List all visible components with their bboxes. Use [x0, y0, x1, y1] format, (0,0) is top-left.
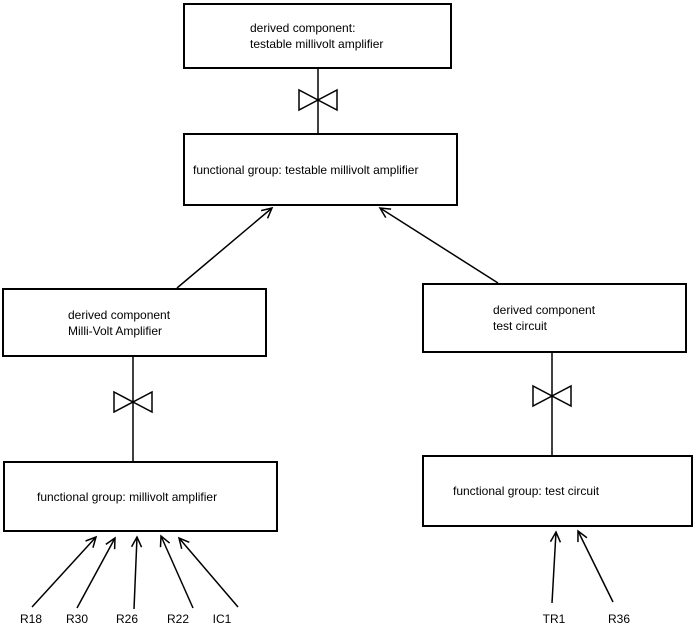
node-label-line: derived component [493, 303, 596, 317]
arrow-right-derived-to-top-functional [378, 207, 499, 284]
node-label-line: functional group: test circuit [453, 484, 600, 498]
node-functional-group-millivolt-amplifier: functional group: millivolt amplifier [3, 461, 278, 532]
node-label-line: derived component [68, 307, 171, 322]
node-label-line: testable millivolt amplifier [250, 37, 384, 51]
arrow-r30-to-left-functional [76, 536, 116, 609]
arrow-r36-to-right-functional [577, 529, 614, 603]
component-label-r26: R26 [115, 612, 138, 626]
bowtie-icon [532, 384, 572, 408]
bowtie-icon [113, 390, 153, 414]
component-label-tr1: TR1 [542, 612, 566, 626]
arrow-left-derived-to-top-functional [176, 206, 274, 289]
node-derived-milli-volt-amplifier: derived component Milli-Volt Amplifier [2, 288, 267, 357]
node-label-line: Milli-Volt Amplifier [68, 323, 163, 338]
arrow-r18-to-left-functional [31, 535, 98, 608]
node-label-line: test circuit [493, 319, 548, 333]
component-label-r30: R30 [65, 612, 88, 626]
component-label-r36: R36 [607, 612, 630, 626]
arrow-r22-to-left-functional [159, 534, 194, 609]
arrow-ic1-to-left-functional [177, 536, 239, 608]
node-label-line: derived component: [250, 21, 356, 35]
node-functional-group-test-circuit: functional group: test circuit [422, 455, 693, 527]
bowtie-icon [298, 88, 338, 112]
node-derived-test-circuit: derived component test circuit [422, 283, 687, 353]
node-derived-testable-millivolt-amplifier: derived component: testable millivolt am… [183, 3, 452, 69]
node-functional-group-testable-millivolt-amplifier: functional group: testable millivolt amp… [183, 133, 458, 206]
component-label-r22: R22 [166, 612, 189, 626]
node-label-line: functional group: millivolt amplifier [37, 489, 218, 504]
arrow-tr1-to-right-functional [549, 530, 562, 604]
component-label-r18: R18 [19, 612, 42, 626]
arrow-r26-to-left-functional [130, 535, 143, 610]
component-label-ic1: IC1 [212, 612, 232, 626]
node-label-line: functional group: testable millivolt amp… [193, 162, 419, 177]
